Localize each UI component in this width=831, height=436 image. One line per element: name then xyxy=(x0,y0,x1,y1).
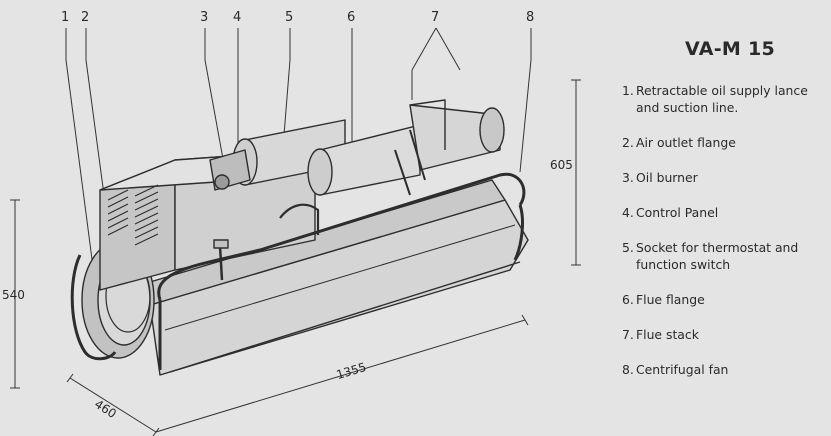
legend-item: 7.Flue stack xyxy=(622,327,699,342)
legend-item: 8.Centrifugal fan xyxy=(622,362,729,377)
legend-item: 1.Retractable oil supply lance and sucti… xyxy=(622,83,808,115)
callout-5: 5 xyxy=(285,10,294,25)
callout-2: 2 xyxy=(81,10,90,25)
dimension-540-line xyxy=(10,199,20,389)
legend-item: 6.Flue flange xyxy=(622,292,705,307)
callout-4: 4 xyxy=(233,10,242,25)
parts-legend: 1.Retractable oil supply lance and sucti… xyxy=(622,82,831,396)
callout-8: 8 xyxy=(526,10,535,25)
legend-item: 2.Air outlet flange xyxy=(622,135,736,150)
dimension-605-line xyxy=(571,79,581,266)
dimension-540-label: 540 xyxy=(2,288,25,302)
legend-item: 3.Oil burner xyxy=(622,170,698,185)
dimension-1355-line xyxy=(155,314,529,433)
dimension-605-label: 605 xyxy=(550,158,573,172)
leader-lines xyxy=(65,27,532,291)
callout-6: 6 xyxy=(347,10,356,25)
heater-body xyxy=(70,99,529,376)
callout-3: 3 xyxy=(200,10,209,25)
legend-item: 4.Control Panel xyxy=(622,205,719,220)
callout-7: 7 xyxy=(431,10,440,25)
legend-item: 5.Socket for thermostat and function swi… xyxy=(622,240,799,272)
model-title: VA-M 15 xyxy=(685,38,776,60)
callout-1: 1 xyxy=(61,10,70,25)
